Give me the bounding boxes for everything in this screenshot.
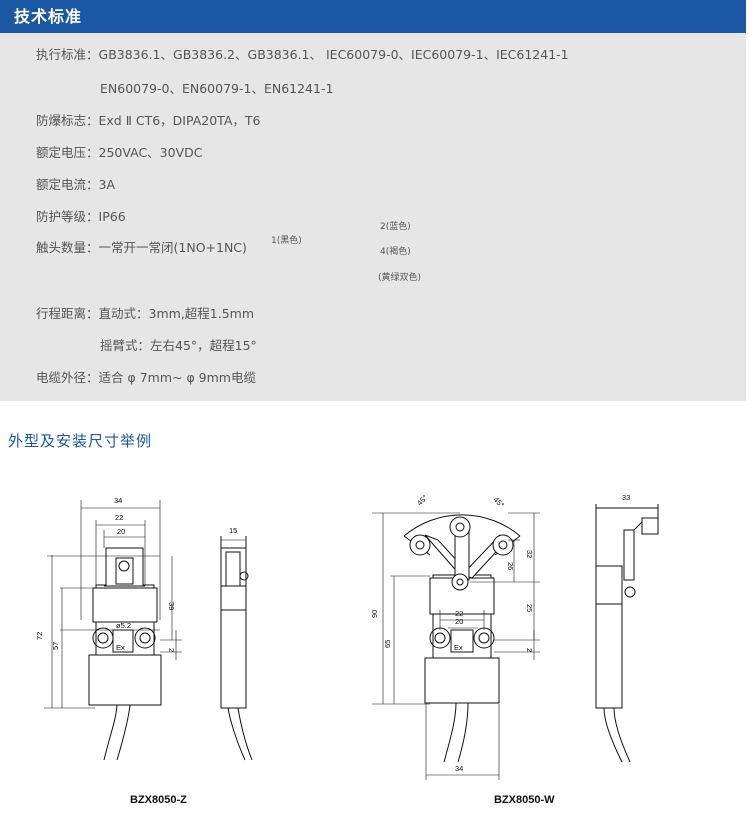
explosion-value: Exd Ⅱ CT6，DIPA20TA，T6 (98, 113, 261, 128)
travel-swing: 摇臂式：左右45°，超程15° (100, 338, 257, 353)
model-label-left: BZX8050-Z (130, 794, 187, 806)
contact-note-4: 4(褐色) (380, 247, 411, 257)
bzx8050-z-side-view (220, 536, 253, 761)
dim-left-2: 2 (167, 648, 176, 652)
voltage-label: 额定电压： (36, 145, 99, 160)
cable-label: 电缆外径： (36, 370, 99, 385)
travel-label: 行程距离： (36, 306, 99, 321)
contacts-row: 触头数量：一常开一常闭(1NO+1NC) (36, 237, 247, 256)
current-label: 额定电流： (36, 177, 99, 192)
travel-row: 行程距离：直动式：3mm,超程1.5mm (36, 303, 254, 322)
contact-note-ground: (黄绿双色) (378, 273, 422, 283)
dim-left-34: 34 (114, 496, 122, 505)
dim-right-45-right: 45° (492, 495, 506, 509)
contacts-label: 触头数量： (36, 240, 99, 255)
dim-right-2: 2 (525, 648, 534, 652)
contact-note-2: 2(蓝色) (380, 222, 411, 232)
dim-left-72: 72 (35, 632, 44, 640)
voltage-row: 额定电压：250VAC、30VDC (36, 142, 203, 161)
standard-line1: GB3836.1、GB3836.2、GB3836.1、 IEC60079-0、I… (98, 47, 569, 62)
dim-left-22: 22 (115, 513, 123, 522)
bzx8050-w-front-view (403, 514, 521, 763)
dim-left-side-15: 15 (229, 526, 237, 535)
dim-right-26: 26 (506, 562, 515, 570)
dim-right-34: 34 (455, 764, 463, 773)
dim-right-32: 32 (525, 550, 534, 558)
bzx8050-w-side-view (595, 504, 659, 763)
spec-header-title: 技术标准 (14, 7, 83, 26)
drawing-labels: 34 22 20 72 57 39 2 ø5.2 Ex 15 45° 45° 9… (35, 493, 630, 806)
protection-row: 防护等级：IP66 (36, 206, 126, 225)
protection-value: IP66 (98, 209, 126, 224)
dim-right-side-33: 33 (622, 493, 630, 502)
dim-right-25: 25 (525, 604, 534, 612)
dim-right-20: 20 (455, 617, 463, 626)
bzx8050-w-dims (372, 512, 540, 780)
current-row: 额定电流：3A (36, 174, 115, 193)
contacts-value: 一常开一常闭(1NO+1NC) (98, 240, 247, 255)
spec-panel (0, 33, 746, 401)
dim-right-65: 65 (383, 640, 392, 648)
dim-right-90: 90 (370, 610, 379, 618)
contact-note-1: 1(黑色) (271, 236, 302, 246)
dim-left-39: 39 (167, 602, 176, 610)
section-title: 外型及安装尺寸举例 (8, 432, 153, 450)
standard-line2: EN60079-0、EN60079-1、EN61241-1 (100, 81, 334, 96)
travel-direct: 直动式：3mm,超程1.5mm (98, 306, 255, 321)
model-label-right: BZX8050-W (494, 794, 555, 806)
standard-label: 执行标准： (36, 47, 99, 62)
dim-left-hole: ø5.2 (116, 621, 131, 630)
current-value: 3A (98, 177, 116, 192)
standard-row: 执行标准：GB3836.1、GB3836.2、GB3836.1、 IEC6007… (36, 44, 569, 63)
protection-label: 防护等级： (36, 209, 99, 224)
spec-header-bar: 技术标准 (0, 0, 746, 33)
voltage-value: 250VAC、30VDC (98, 145, 203, 160)
explosion-label: 防爆标志： (36, 113, 99, 128)
cable-value: 适合 φ 7mm~ φ 9mm电缆 (98, 370, 256, 385)
bzx8050-z-dims (44, 500, 182, 709)
cable-row: 电缆外径：适合 φ 7mm~ φ 9mm电缆 (36, 367, 256, 386)
dim-left-57: 57 (51, 642, 60, 650)
bzx8050-z-front-view (88, 547, 162, 761)
ex-mark-right: Ex (454, 643, 463, 652)
dim-right-45-left: 45° (415, 493, 429, 507)
ex-mark-left: Ex (116, 643, 125, 652)
dim-right-22: 22 (455, 609, 463, 618)
dim-left-20: 20 (117, 527, 125, 536)
explosion-row: 防爆标志：Exd Ⅱ CT6，DIPA20TA，T6 (36, 110, 260, 129)
